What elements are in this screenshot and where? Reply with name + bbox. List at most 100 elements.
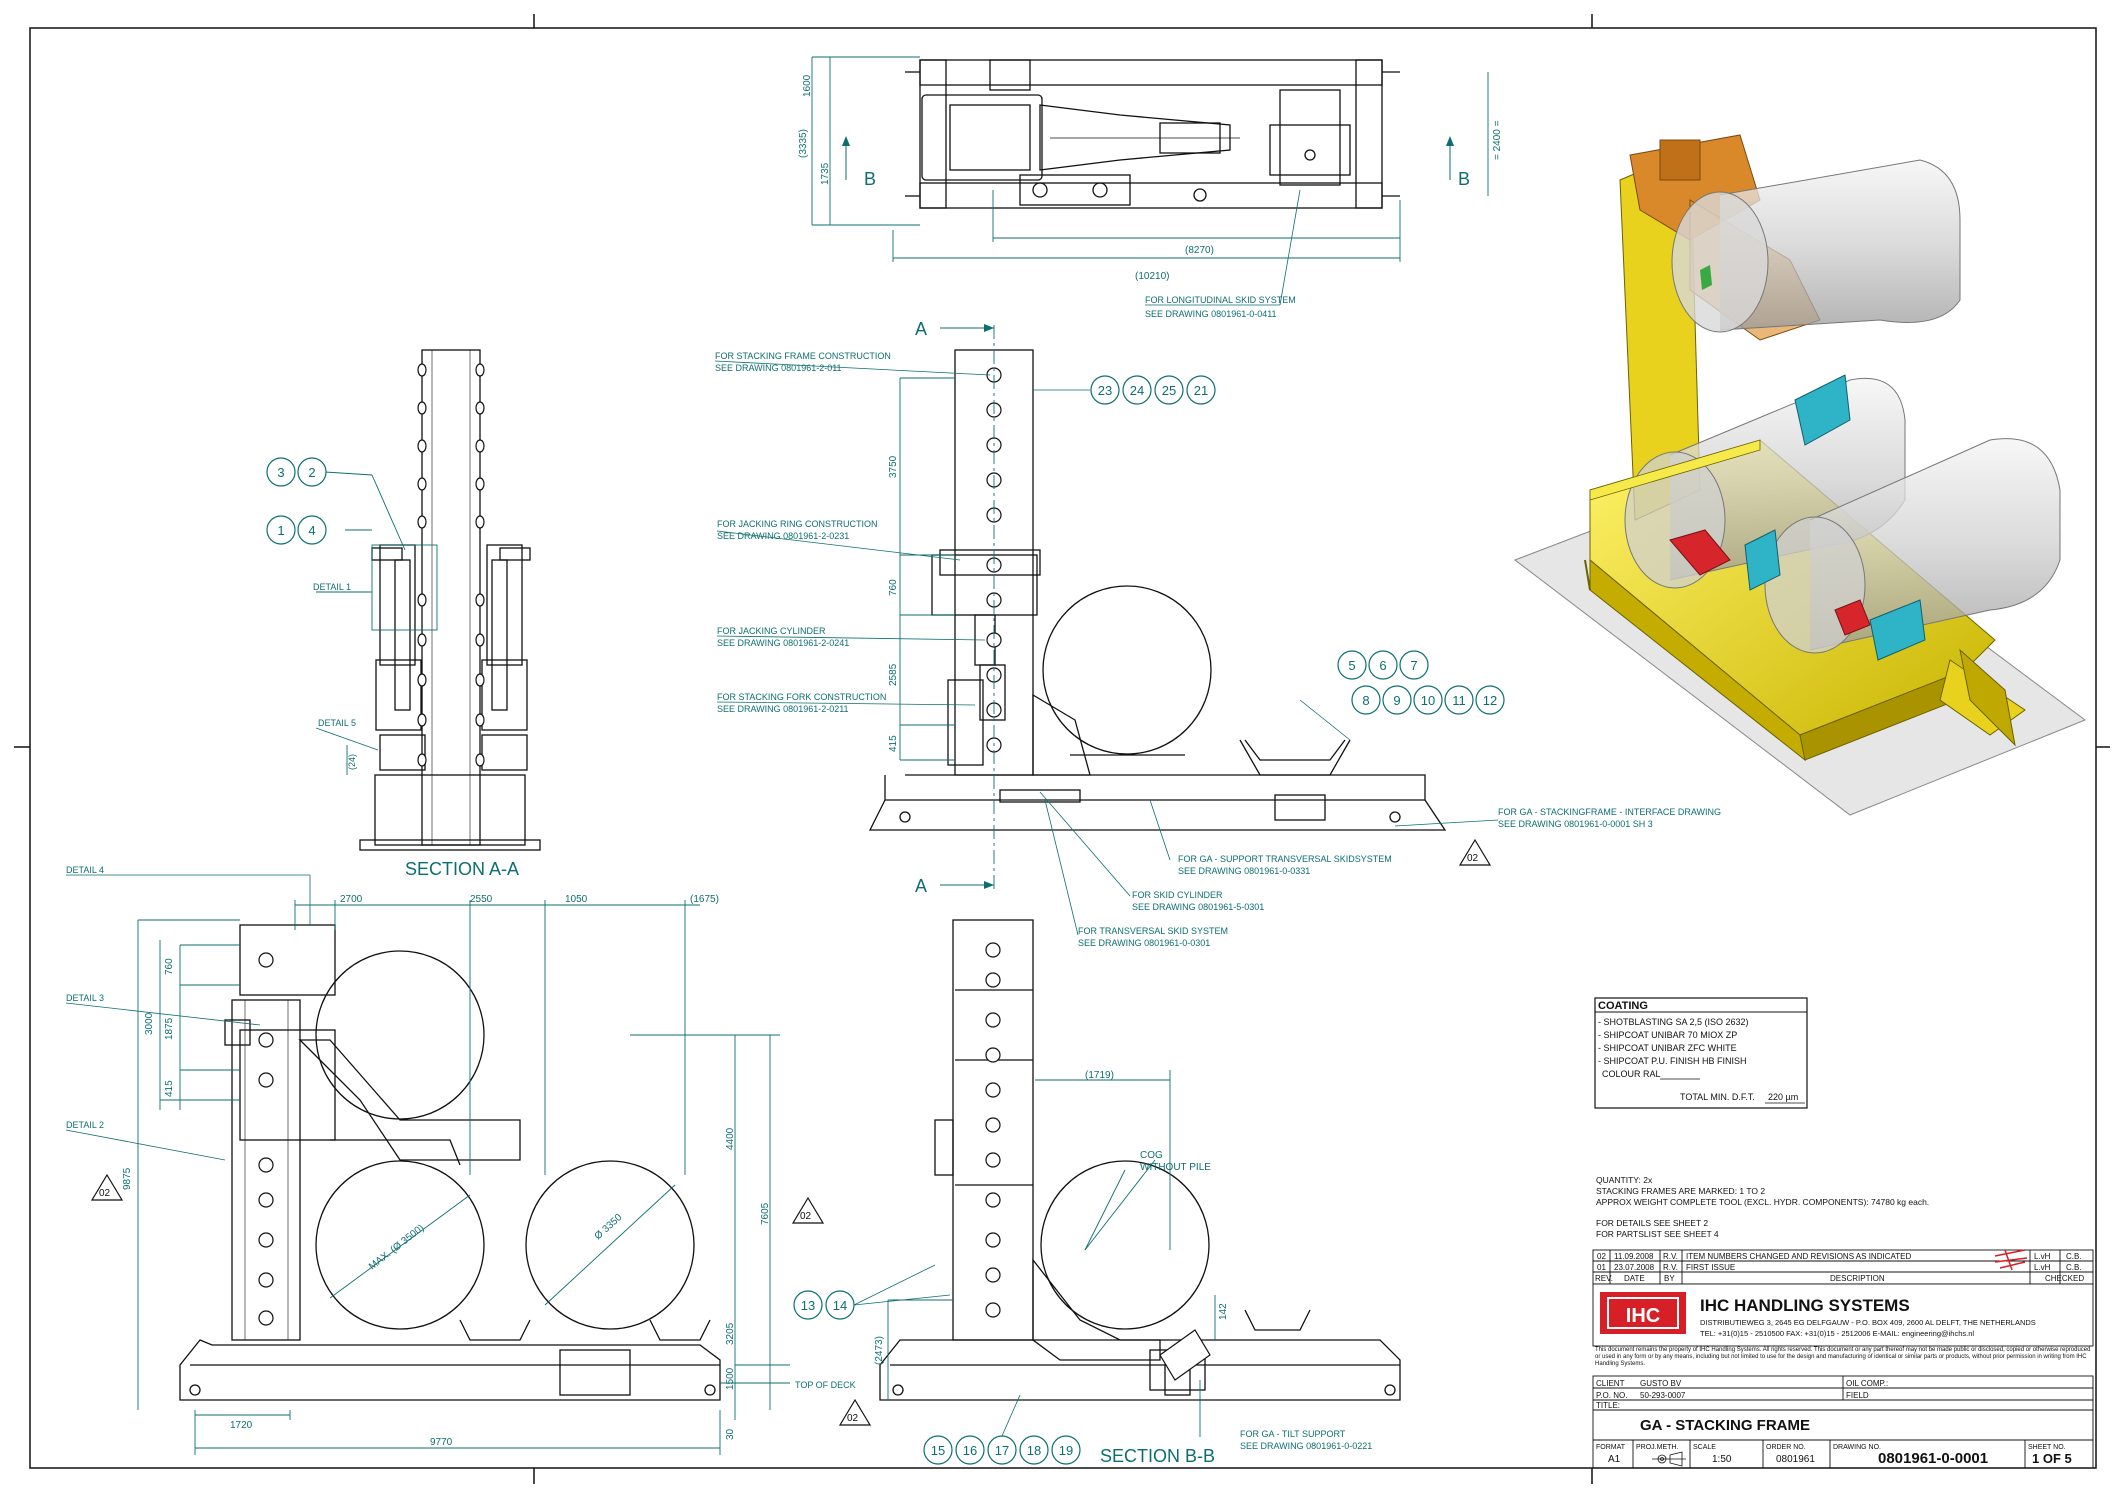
- format-value: A1: [1608, 1454, 1621, 1465]
- balloons-bb: 13 14 15 16 17 18 19: [793, 1264, 1081, 1465]
- balloon-7-text: 7: [1410, 658, 1417, 673]
- callout-interface-2: SEE DRAWING 0801961-0-0001 SH 3: [1498, 819, 1653, 829]
- balloon-12-text: 12: [1483, 693, 1497, 708]
- dim-ga-9875: 9875: [122, 1167, 133, 1190]
- section-mark-b-left: B: [842, 136, 876, 189]
- dim-top-1735: 1735: [820, 162, 831, 185]
- dim-ga-pipe-3350: Ø 3350: [593, 1212, 625, 1242]
- title-label: TITLE:: [1596, 1401, 1620, 1410]
- scale-label: SCALE: [1693, 1444, 1716, 1451]
- dim-ga-415: 415: [164, 1080, 175, 1097]
- drawing-no-value: 0801961-0-0001: [1878, 1450, 1988, 1467]
- balloon-8-text: 8: [1362, 693, 1369, 708]
- dim-top-1600: 1600: [802, 74, 813, 97]
- revision-triangle-ga-right: 02: [791, 1196, 825, 1224]
- po-value: 50-293-0007: [1640, 1391, 1686, 1400]
- dim-ga-9770: 9770: [430, 1437, 453, 1448]
- note-details: FOR DETAILS SEE SHEET 2: [1596, 1218, 1708, 1228]
- callouts-front: FOR STACKING FRAME CONSTRUCTION SEE DRAW…: [714, 351, 1721, 948]
- callout-longitudinal-1: FOR LONGITUDINAL SKID SYSTEM: [1145, 295, 1296, 305]
- section-aa-view: DETAIL 1 DETAIL 5 (24) 3 2 1 4 SECTION A…: [266, 349, 541, 879]
- callout-stacking-fork-1: FOR STACKING FORK CONSTRUCTION: [717, 692, 886, 702]
- rev-row2-by: R.V.: [1663, 1263, 1678, 1272]
- coating-box: COATING - SHOTBLASTING SA 2,5 (ISO 2632)…: [1594, 997, 1808, 1109]
- po-label: P.O. NO.: [1596, 1391, 1627, 1400]
- rev-row2-a: L.vH: [2034, 1263, 2051, 1272]
- sheet-no-value: 1 OF 5: [2032, 1451, 2072, 1466]
- dim-ga-760: 760: [164, 958, 175, 975]
- callout-support-transversal-2: SEE DRAWING 0801961-0-0331: [1178, 866, 1310, 876]
- dim-front-760: 760: [888, 579, 899, 596]
- section-bb-view: (1719) (2473) 142 COG WITHOUT PILE FOR G…: [793, 919, 1401, 1466]
- callout-skid-cylinder-1: FOR SKID CYLINDER: [1132, 890, 1223, 900]
- dim-top-3335: (3335): [798, 129, 809, 158]
- balloon-19-text: 19: [1059, 1443, 1073, 1458]
- coating-line-2: - SHIPCOAT UNIBAR 70 MIOX ZP: [1598, 1030, 1737, 1040]
- detail-1-label: DETAIL 1: [313, 582, 351, 592]
- format-label: FORMAT: [1596, 1444, 1626, 1451]
- balloon-25-text: 25: [1162, 383, 1176, 398]
- dim-top-10210: (10210): [1135, 271, 1169, 282]
- section-mark-b-right: B: [1446, 136, 1470, 189]
- section-mark-a-text: A: [915, 319, 927, 339]
- detail-2-label: DETAIL 2: [66, 1120, 104, 1130]
- callout-stacking-frame-2: SEE DRAWING 0801961-2-011: [715, 363, 842, 373]
- detail-4-label: DETAIL 4: [66, 865, 104, 875]
- section-mark-a-top: A: [915, 319, 994, 339]
- dim-ga-3205: 3205: [725, 1322, 736, 1345]
- rev-row1-date: 11.09.2008: [1614, 1252, 1654, 1261]
- section-aa-title: SECTION A-A: [405, 859, 519, 879]
- detail-5-label: DETAIL 5: [318, 718, 356, 728]
- balloon-2: [297, 457, 327, 487]
- callout-stacking-frame-1: FOR STACKING FRAME CONSTRUCTION: [715, 351, 891, 361]
- section-mark-b-text: B: [864, 169, 876, 189]
- section-bb-title: SECTION B-B: [1100, 1446, 1215, 1466]
- svg-text:02: 02: [1467, 853, 1479, 864]
- callout-skid-cylinder-2: SEE DRAWING 0801961-5-0301: [1132, 902, 1264, 912]
- balloon-6-text: 6: [1379, 658, 1386, 673]
- callout-stacking-fork-2: SEE DRAWING 0801961-2-0211: [717, 704, 849, 714]
- callout-jacking-ring-1: FOR JACKING RING CONSTRUCTION: [717, 519, 878, 529]
- oil-comp-label: OIL COMP.:: [1846, 1379, 1888, 1388]
- balloon-15-text: 15: [931, 1443, 945, 1458]
- balloons-front: 23 24 25 21 5 6 7 8 9 10 11 12: [1033, 375, 1505, 741]
- order-label: ORDER NO.: [1766, 1444, 1806, 1451]
- rev-row1-by: R.V.: [1663, 1252, 1678, 1261]
- balloon-5-text: 5: [1348, 658, 1355, 673]
- front-view: A A 3750 760 2585 415 FOR STACKING FRAME…: [714, 319, 1721, 948]
- sheet-no-label: SHEET NO.: [2028, 1444, 2066, 1451]
- client-value: GUSTO BV: [1640, 1379, 1682, 1388]
- rev-header-rev: REV.: [1595, 1274, 1613, 1283]
- balloon-11-text: 11: [1452, 693, 1466, 708]
- dim-front-2585: 2585: [888, 663, 899, 686]
- balloon-3-text: 3: [277, 465, 284, 480]
- svg-text:02: 02: [99, 1188, 111, 1199]
- revision-triangle-front: 02: [1458, 838, 1492, 866]
- balloons-aa: 3 2 1 4: [266, 457, 327, 545]
- rev-header-date: DATE: [1624, 1274, 1645, 1283]
- callout-transversal-skid-2: SEE DRAWING 0801961-0-0301: [1078, 938, 1210, 948]
- callout-tilt-support-2: SEE DRAWING 0801961-0-0221: [1240, 1441, 1372, 1451]
- rev-header-by: BY: [1664, 1274, 1675, 1283]
- dim-ga-30: 30: [725, 1428, 736, 1440]
- dim-ga-pipe-max: MAX. (Ø 3500): [367, 1223, 426, 1273]
- dim-ga-3000: 3000: [144, 1012, 155, 1035]
- top-view: B B 1600 (3335) 1735 = 2400 = (8270) (10…: [798, 56, 1503, 319]
- dim-ga-4400: 4400: [725, 1127, 736, 1150]
- coating-line-3: - SHIPCOAT UNIBAR ZFC WHITE: [1598, 1043, 1737, 1053]
- dim-ga-1500: 1500: [725, 1367, 736, 1390]
- balloon-17-text: 17: [995, 1443, 1009, 1458]
- dim-bb-1719: (1719): [1085, 1070, 1114, 1081]
- dim-bb-142: 142: [1218, 1303, 1229, 1320]
- revision-signature: [1994, 1249, 2028, 1271]
- sheet-border: [14, 14, 2110, 1484]
- balloon-4-text: 4: [308, 523, 315, 538]
- dim-ga-1875: 1875: [164, 1017, 175, 1040]
- balloon-24-text: 24: [1130, 383, 1144, 398]
- rev-row1-rev: 02: [1597, 1252, 1606, 1261]
- isometric-3d-view: [1513, 134, 2087, 816]
- balloon-9-text: 9: [1393, 693, 1400, 708]
- rev-header-checked: CHECKED: [2045, 1274, 2084, 1283]
- dim-bb-2473: (2473): [874, 1336, 885, 1365]
- section-mark-b-text-right: B: [1458, 169, 1470, 189]
